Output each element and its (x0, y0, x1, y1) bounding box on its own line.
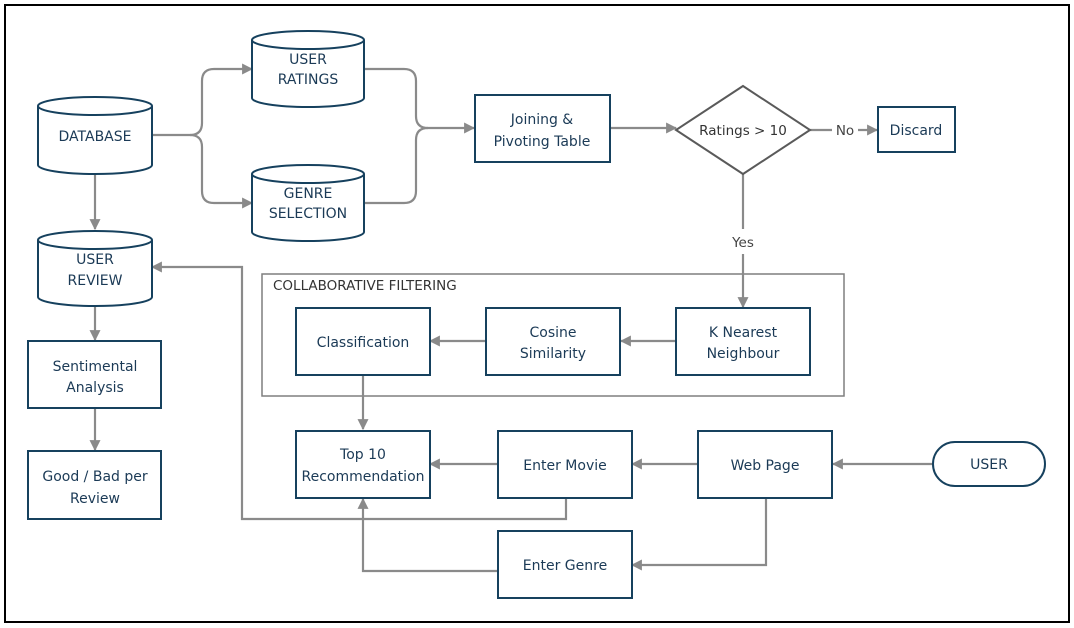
edge-web-page-to-enter-genre (630, 497, 768, 571)
node-cosine-similarity: Cosine Similarity (485, 307, 621, 376)
node-user-ratings-line-1: USER (289, 52, 327, 68)
node-genre-selection-line-1: GENRE (284, 186, 333, 202)
node-classification-label: Classification (317, 335, 410, 351)
node-discard: Discard (877, 106, 956, 153)
node-discard-label: Discard (890, 123, 943, 139)
node-good-bad-per-review: Good / Bad per Review (27, 450, 162, 520)
edge-label-yes: Yes (731, 235, 754, 251)
node-user-terminal: USER (932, 441, 1046, 487)
node-user-terminal-label: USER (970, 457, 1008, 473)
collaborative-filtering-group (261, 273, 845, 397)
connectors (89, 63, 933, 573)
node-user-review-line-2: REVIEW (68, 273, 123, 289)
edge-database-to-user-ratings (152, 63, 254, 137)
node-joining-pivoting-table: Joining & Pivoting Table (474, 94, 611, 163)
node-enter-movie-label: Enter Movie (523, 458, 606, 474)
node-sentimental-analysis-line-2: Analysis (66, 380, 124, 396)
node-good-bad-line-1: Good / Bad per (42, 469, 148, 485)
node-web-page: Web Page (697, 430, 833, 499)
node-sentimental-analysis: Sentimental Analysis (27, 340, 162, 409)
node-k-nearest-neighbour: K Nearest Neighbour (675, 307, 811, 376)
node-good-bad-line-2: Review (70, 491, 120, 507)
node-user-ratings-line-2: RATINGS (278, 72, 339, 88)
node-enter-genre: Enter Genre (497, 530, 633, 599)
node-enter-movie: Enter Movie (497, 430, 633, 499)
collaborative-filtering-label: COLLABORATIVE FILTERING (273, 278, 457, 294)
node-knn-line-2: Neighbour (707, 346, 780, 362)
node-database: DATABASE (37, 96, 153, 175)
node-sentimental-analysis-line-1: Sentimental (53, 359, 138, 375)
edge-enter-genre-to-top10 (357, 497, 497, 573)
node-knn-line-1: K Nearest (709, 325, 778, 341)
node-user-review: USER REVIEW (37, 230, 153, 307)
node-genre-selection-line-2: SELECTION (269, 206, 347, 222)
node-cosine-line-2: Similarity (520, 346, 586, 362)
node-enter-genre-label: Enter Genre (523, 558, 607, 574)
edge-genre-selection-to-joining (364, 126, 429, 205)
node-web-page-label: Web Page (731, 458, 800, 474)
node-user-review-line-1: USER (76, 252, 114, 268)
node-top10-line-2: Recommendation (301, 469, 424, 485)
node-database-line-1: DATABASE (59, 129, 132, 145)
node-user-ratings: USER RATINGS (251, 30, 365, 108)
node-top10-line-1: Top 10 (339, 447, 386, 463)
edge-user-ratings-to-joining (364, 67, 476, 134)
node-joining-line-1: Joining & (510, 112, 574, 128)
edge-label-no: No (836, 123, 854, 139)
node-cosine-line-1: Cosine (529, 325, 576, 341)
node-ratings-decision: Ratings > 10 (674, 84, 812, 176)
edge-enter-movie-to-user-review (150, 261, 568, 521)
node-classification: Classification (295, 307, 431, 376)
edge-database-to-genre-selection (189, 133, 254, 209)
node-genre-selection: GENRE SELECTION (251, 164, 365, 242)
node-joining-line-2: Pivoting Table (494, 134, 591, 150)
node-ratings-decision-label: Ratings > 10 (699, 123, 787, 139)
node-top-10-recommendation: Top 10 Recommendation (295, 430, 431, 499)
